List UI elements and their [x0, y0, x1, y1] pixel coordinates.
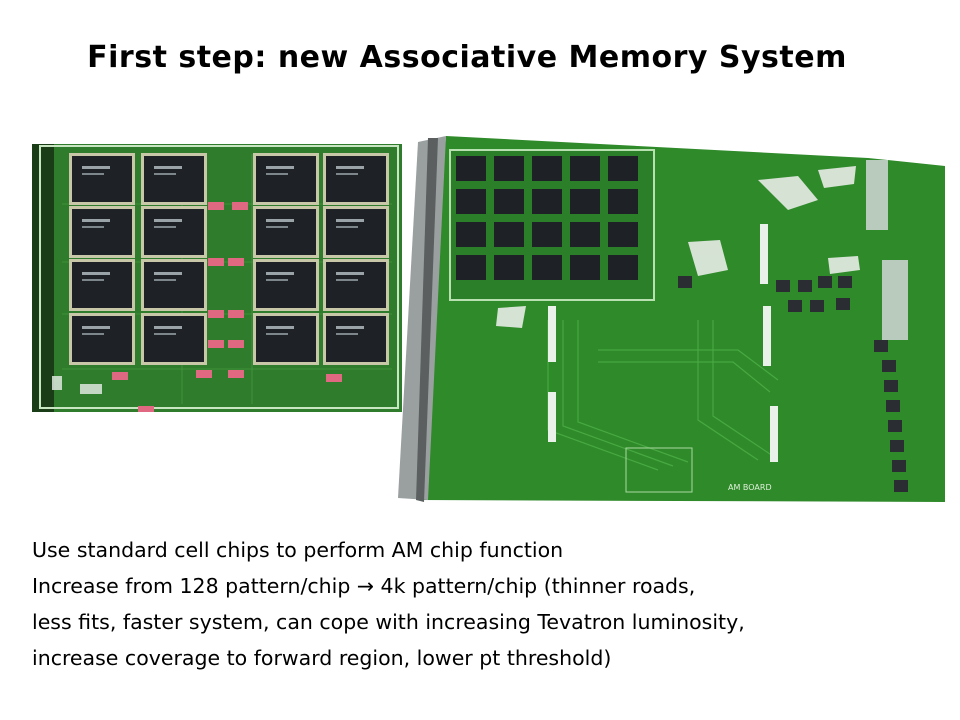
chip	[494, 189, 524, 214]
small-chip	[874, 340, 888, 352]
pink-component	[228, 258, 244, 266]
chip	[608, 189, 638, 214]
chip	[532, 189, 562, 214]
chip	[608, 255, 638, 280]
chip	[456, 156, 486, 181]
chip	[144, 262, 204, 308]
slide-body: Use standard cell chips to perform AM ch…	[32, 532, 932, 676]
body-line-1: Use standard cell chips to perform AM ch…	[32, 538, 564, 562]
chip	[72, 209, 132, 255]
chip	[608, 156, 638, 181]
chip	[326, 156, 386, 202]
chip	[144, 209, 204, 255]
small-chip	[836, 298, 850, 310]
small-chip	[890, 440, 904, 452]
small-chip	[776, 280, 790, 292]
small-chip	[838, 276, 852, 288]
chip	[570, 189, 600, 214]
chip	[326, 209, 386, 255]
chip	[256, 262, 316, 308]
small-chip	[888, 420, 902, 432]
am-board-photo: AM BOARD	[398, 136, 945, 502]
small-chip	[886, 400, 900, 412]
pink-component	[138, 406, 154, 412]
body-line-2: Increase from 128 pattern/chip → 4k patt…	[32, 574, 696, 598]
chip	[456, 255, 486, 280]
chip	[72, 156, 132, 202]
chip	[72, 316, 132, 362]
chip	[494, 255, 524, 280]
chip	[256, 316, 316, 362]
small-chip	[818, 276, 832, 288]
chip	[608, 222, 638, 247]
pink-component	[196, 370, 212, 378]
chip	[256, 156, 316, 202]
body-line-3: less fits, faster system, can cope with …	[32, 610, 745, 634]
chip	[570, 255, 600, 280]
chip	[326, 316, 386, 362]
pink-component	[112, 372, 128, 380]
pink-component	[228, 370, 244, 378]
small-chip	[678, 276, 692, 288]
circuit-board-closeup-photo	[32, 144, 402, 412]
small-chip	[884, 380, 898, 392]
pink-component	[208, 258, 224, 266]
small-chip	[882, 360, 896, 372]
chip	[494, 222, 524, 247]
chip	[72, 262, 132, 308]
chip	[532, 156, 562, 181]
chip	[532, 255, 562, 280]
small-chip	[894, 480, 908, 492]
slide-title: First step: new Associative Memory Syste…	[87, 40, 847, 75]
chip	[456, 189, 486, 214]
chip	[570, 222, 600, 247]
chip	[326, 262, 386, 308]
chip	[532, 222, 562, 247]
pink-component	[228, 310, 244, 318]
pink-component	[208, 310, 224, 318]
chip	[494, 156, 524, 181]
small-chip	[788, 300, 802, 312]
chip	[256, 209, 316, 255]
pink-component	[228, 340, 244, 348]
pink-component	[208, 340, 224, 348]
small-chip	[798, 280, 812, 292]
chip	[144, 156, 204, 202]
body-line-4: increase coverage to forward region, low…	[32, 646, 612, 670]
small-chip	[892, 460, 906, 472]
pink-component	[208, 202, 224, 210]
pink-component	[232, 202, 248, 210]
board-label: AM BOARD	[728, 483, 772, 492]
chip	[144, 316, 204, 362]
chip	[570, 156, 600, 181]
small-chip	[810, 300, 824, 312]
chip	[456, 222, 486, 247]
pink-component	[326, 374, 342, 382]
